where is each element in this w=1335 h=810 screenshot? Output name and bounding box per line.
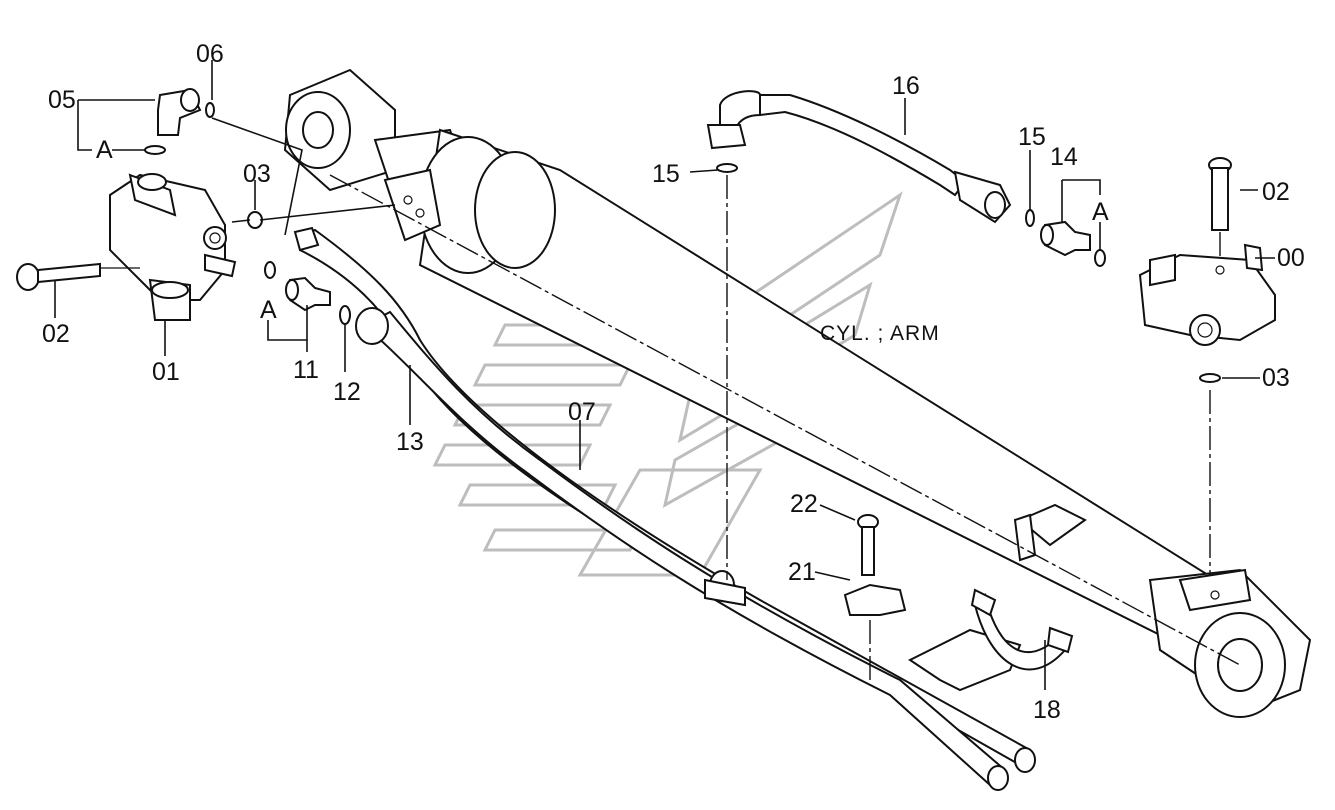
- clamp-21: [843, 583, 907, 616]
- callout-11: 11: [293, 356, 319, 384]
- oring-a-right: [1094, 249, 1106, 267]
- bolt-02-right: [1208, 157, 1232, 231]
- callout-02-right: 02: [1262, 178, 1290, 206]
- ref-a-lower: A: [260, 296, 277, 324]
- leader-lines: [54, 60, 1275, 690]
- callout-05: 05: [48, 86, 76, 114]
- oring-06: [205, 102, 215, 118]
- callout-15-left: 15: [652, 160, 680, 188]
- callout-06: 06: [196, 40, 224, 68]
- callout-labels: 05 06 A 03 02 01 A 11 12 13 07 16 15 15 …: [42, 40, 1305, 724]
- ref-a-left: A: [96, 136, 113, 164]
- bolt-02-left: [16, 262, 140, 291]
- pipe-13: [355, 307, 1009, 791]
- callout-01: 01: [152, 358, 180, 386]
- adapter-11: [285, 276, 331, 312]
- adapter-14: [1040, 220, 1091, 257]
- oring-03-top: [247, 211, 263, 229]
- ref-a-right: A: [1092, 198, 1109, 226]
- callout-12: 12: [333, 378, 361, 406]
- pipe-clamp: [704, 570, 746, 607]
- callout-03-top: 03: [243, 160, 271, 188]
- bracket-18: [908, 588, 1074, 692]
- callout-22: 22: [790, 490, 818, 518]
- elbow-05: [157, 88, 202, 136]
- arm-cylinder: [283, 68, 1312, 718]
- cylinder-caption: CYL. ; ARM: [820, 322, 940, 345]
- callout-18: 18: [1033, 696, 1061, 724]
- oring-15-right: [1025, 209, 1035, 227]
- callout-16: 16: [892, 72, 920, 100]
- callout-15-right: 15: [1018, 123, 1046, 151]
- hose-16: [706, 90, 1012, 224]
- callout-00: 00: [1277, 244, 1305, 272]
- bolt-22: [857, 514, 879, 576]
- callout-03-right: 03: [1262, 364, 1290, 392]
- callout-07: 07: [568, 398, 596, 426]
- oring-15-left: [716, 163, 738, 173]
- callout-13: 13: [396, 428, 424, 456]
- oring-03-right: [1199, 373, 1221, 383]
- oring-a-lower: [264, 261, 276, 279]
- valve-01: [109, 173, 237, 321]
- valve-00: [1138, 243, 1276, 346]
- callout-21: 21: [788, 558, 816, 586]
- callout-02-left: 02: [42, 320, 70, 348]
- oring-12: [339, 305, 351, 325]
- callout-14: 14: [1050, 143, 1078, 171]
- oring-05-a: [144, 145, 166, 155]
